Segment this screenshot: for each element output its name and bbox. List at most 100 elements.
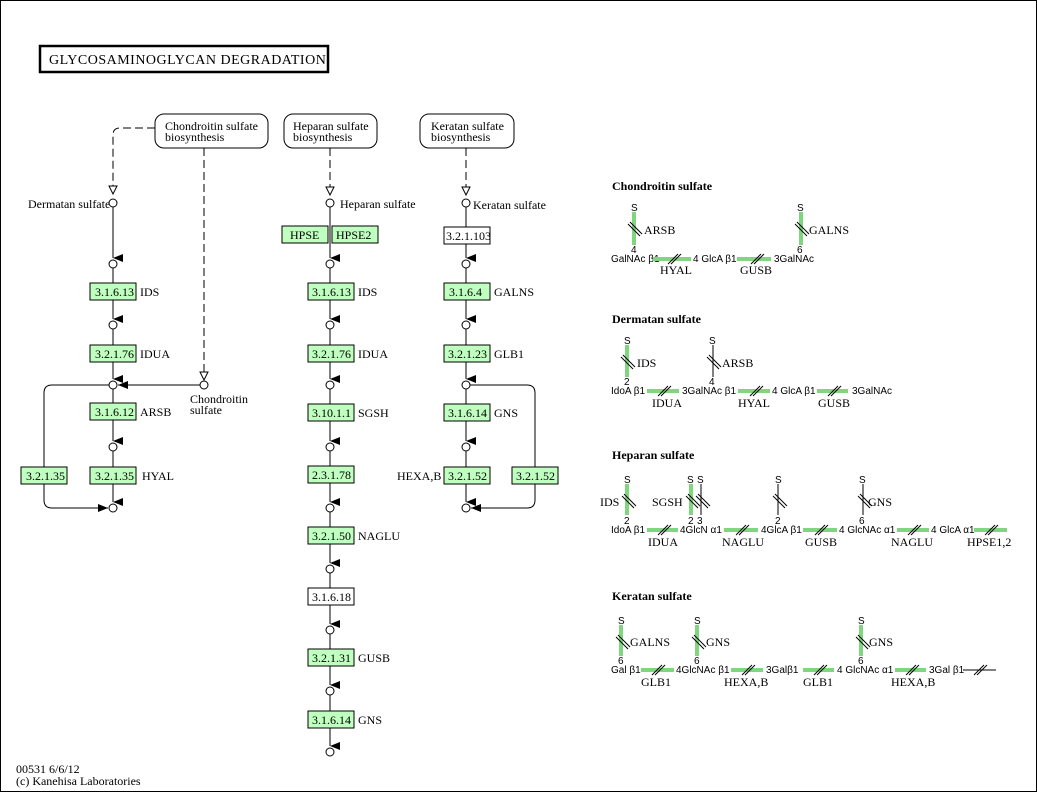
map-keratan-biosynthesis[interactable]: Keratan sulfate biosynthesis bbox=[419, 113, 515, 149]
gene-label: IDS bbox=[358, 285, 377, 299]
svg-text:GalNAc β1: GalNAc β1 bbox=[611, 254, 660, 265]
compound-node[interactable] bbox=[108, 198, 118, 208]
compound-node[interactable] bbox=[325, 564, 335, 574]
enzyme-hpse[interactable]: HPSE bbox=[281, 225, 329, 244]
enzyme-3.2.1.35[interactable]: 3.2.1.35 bbox=[89, 466, 137, 485]
enzyme-3.1.6.4[interactable]: 3.1.6.4 bbox=[443, 282, 491, 301]
svg-text:3.2.1.50: 3.2.1.50 bbox=[312, 529, 351, 543]
enzyme-3.2.1.103[interactable]: 3.2.1.103 bbox=[443, 226, 491, 245]
compound-node[interactable] bbox=[461, 503, 471, 513]
gene-label: GNS bbox=[358, 713, 382, 727]
enzyme-3.1.6.13[interactable]: 3.1.6.13 bbox=[89, 282, 137, 301]
enzyme-3.1.6.18[interactable]: 3.1.6.18 bbox=[307, 587, 355, 606]
compound-keratan-sulfate[interactable]: Keratan sulfate bbox=[473, 198, 546, 212]
compound-node[interactable] bbox=[325, 198, 335, 208]
gene-label: IDUA bbox=[358, 347, 388, 361]
gene-label: GLB1 bbox=[494, 347, 524, 361]
compound-node[interactable] bbox=[325, 380, 335, 390]
svg-text:4: 4 bbox=[709, 377, 715, 388]
compound-node[interactable] bbox=[325, 442, 335, 452]
enzyme-3.1.6.14[interactable]: 3.1.6.14 bbox=[307, 710, 355, 729]
svg-text:biosynthesis: biosynthesis bbox=[293, 130, 353, 144]
svg-text:sulfate: sulfate bbox=[190, 403, 222, 417]
compound-node[interactable] bbox=[461, 259, 471, 269]
svg-text:3.1.6.18: 3.1.6.18 bbox=[312, 590, 351, 604]
svg-text:2.3.1.78: 2.3.1.78 bbox=[312, 468, 351, 482]
enzyme-3.2.1.35-side[interactable]: 3.2.1.35 bbox=[20, 466, 68, 485]
enzyme-3.10.1.1[interactable]: 3.10.1.1 bbox=[307, 403, 355, 422]
svg-text:Dermatan sulfate: Dermatan sulfate bbox=[612, 312, 702, 326]
svg-text:IDS: IDS bbox=[637, 356, 656, 370]
svg-text:3.2.1.103: 3.2.1.103 bbox=[446, 229, 491, 243]
svg-text:S: S bbox=[709, 336, 716, 347]
svg-text:IDUA: IDUA bbox=[652, 396, 682, 410]
compound-node[interactable] bbox=[108, 503, 118, 513]
enzyme-3.2.1.52-side[interactable]: 3.2.1.52 bbox=[511, 466, 559, 485]
enzyme-3.2.1.52[interactable]: 3.2.1.52 bbox=[443, 466, 491, 485]
enzyme-3.2.1.50[interactable]: 3.2.1.50 bbox=[307, 526, 355, 545]
enzyme-2.3.1.78[interactable]: 2.3.1.78 bbox=[307, 465, 355, 484]
svg-text:3.1.6.12: 3.1.6.12 bbox=[95, 405, 134, 419]
enzyme-3.1.6.12[interactable]: 3.1.6.12 bbox=[89, 402, 137, 421]
svg-text:3.2.1.52: 3.2.1.52 bbox=[448, 469, 487, 483]
enzyme-3.1.6.14[interactable]: 3.1.6.14 bbox=[443, 403, 491, 422]
gene-label: ARSB bbox=[140, 405, 171, 419]
svg-text:GLB1: GLB1 bbox=[641, 675, 671, 689]
svg-text:3: 3 bbox=[697, 516, 703, 527]
map-heparan-biosynthesis[interactable]: Heparan sulfate biosynthesis bbox=[283, 113, 378, 149]
enzyme-3.2.1.23[interactable]: 3.2.1.23 bbox=[443, 344, 491, 363]
svg-text:S: S bbox=[631, 203, 638, 214]
compound-chondroitin-sulfate[interactable]: Chondroitin bbox=[190, 392, 248, 406]
compound-node[interactable] bbox=[108, 442, 118, 452]
compound-node[interactable] bbox=[461, 320, 471, 330]
compound-node[interactable] bbox=[325, 503, 335, 513]
svg-text:3.1.6.4: 3.1.6.4 bbox=[449, 285, 482, 299]
enzyme-3.2.1.76[interactable]: 3.2.1.76 bbox=[89, 344, 137, 363]
gene-label: IDS bbox=[140, 285, 159, 299]
svg-text:HYAL: HYAL bbox=[660, 263, 692, 277]
compound-node[interactable] bbox=[461, 198, 471, 208]
compound-node[interactable] bbox=[325, 259, 335, 269]
svg-text:biosynthesis: biosynthesis bbox=[165, 130, 225, 144]
svg-text:HPSE1,2: HPSE1,2 bbox=[967, 535, 1011, 549]
map-id-date: 00531 6/6/12 bbox=[16, 762, 80, 776]
svg-text:3.2.1.35: 3.2.1.35 bbox=[95, 469, 134, 483]
svg-text:Gal β1: Gal β1 bbox=[611, 665, 641, 676]
compound-node[interactable] bbox=[325, 686, 335, 696]
compound-node[interactable] bbox=[108, 380, 118, 390]
compound-node[interactable] bbox=[325, 625, 335, 635]
svg-text:HEXA,B: HEXA,B bbox=[724, 675, 768, 689]
enzyme-3.2.1.76[interactable]: 3.2.1.76 bbox=[307, 344, 355, 363]
enzyme-3.2.1.31[interactable]: 3.2.1.31 bbox=[307, 648, 355, 667]
compound-node[interactable] bbox=[108, 259, 118, 269]
svg-text:GALNS: GALNS bbox=[809, 223, 849, 237]
enzyme-3.1.6.13[interactable]: 3.1.6.13 bbox=[307, 282, 355, 301]
svg-text:NAGLU: NAGLU bbox=[891, 535, 933, 549]
svg-text:3.2.1.23: 3.2.1.23 bbox=[448, 347, 487, 361]
compound-heparan-sulfate[interactable]: Heparan sulfate bbox=[340, 197, 416, 211]
gene-label: SGSH bbox=[358, 406, 389, 420]
svg-text:GALNS: GALNS bbox=[630, 635, 670, 649]
compound-node[interactable] bbox=[108, 320, 118, 330]
svg-text:S: S bbox=[775, 475, 782, 486]
compound-node[interactable] bbox=[199, 380, 209, 390]
compound-dermatan-sulfate[interactable]: Dermatan sulfate bbox=[28, 197, 110, 211]
compound-node[interactable] bbox=[325, 320, 335, 330]
svg-text:Keratan sulfate: Keratan sulfate bbox=[612, 589, 692, 603]
compound-node[interactable] bbox=[461, 442, 471, 452]
svg-text:6: 6 bbox=[797, 245, 803, 256]
compound-node[interactable] bbox=[461, 380, 471, 390]
svg-text:S: S bbox=[687, 475, 694, 486]
svg-text:IDS: IDS bbox=[600, 495, 619, 509]
svg-text:3GalNAc: 3GalNAc bbox=[774, 254, 814, 265]
enzyme-hpse2[interactable]: HPSE2 bbox=[331, 225, 379, 244]
gene-label: GNS bbox=[494, 406, 518, 420]
compound-node[interactable] bbox=[325, 747, 335, 757]
svg-text:4 GlcA α1: 4 GlcA α1 bbox=[931, 525, 975, 536]
svg-text:S: S bbox=[624, 336, 631, 347]
svg-text:Chondroitin sulfate: Chondroitin sulfate bbox=[165, 119, 258, 133]
page-title: GLYCOSAMINOGLYCAN DEGRADATION bbox=[49, 53, 326, 68]
svg-text:4 GlcNAc α1: 4 GlcNAc α1 bbox=[837, 665, 894, 676]
map-chondroitin-biosynthesis[interactable]: Chondroitin sulfate biosynthesis bbox=[154, 113, 269, 149]
